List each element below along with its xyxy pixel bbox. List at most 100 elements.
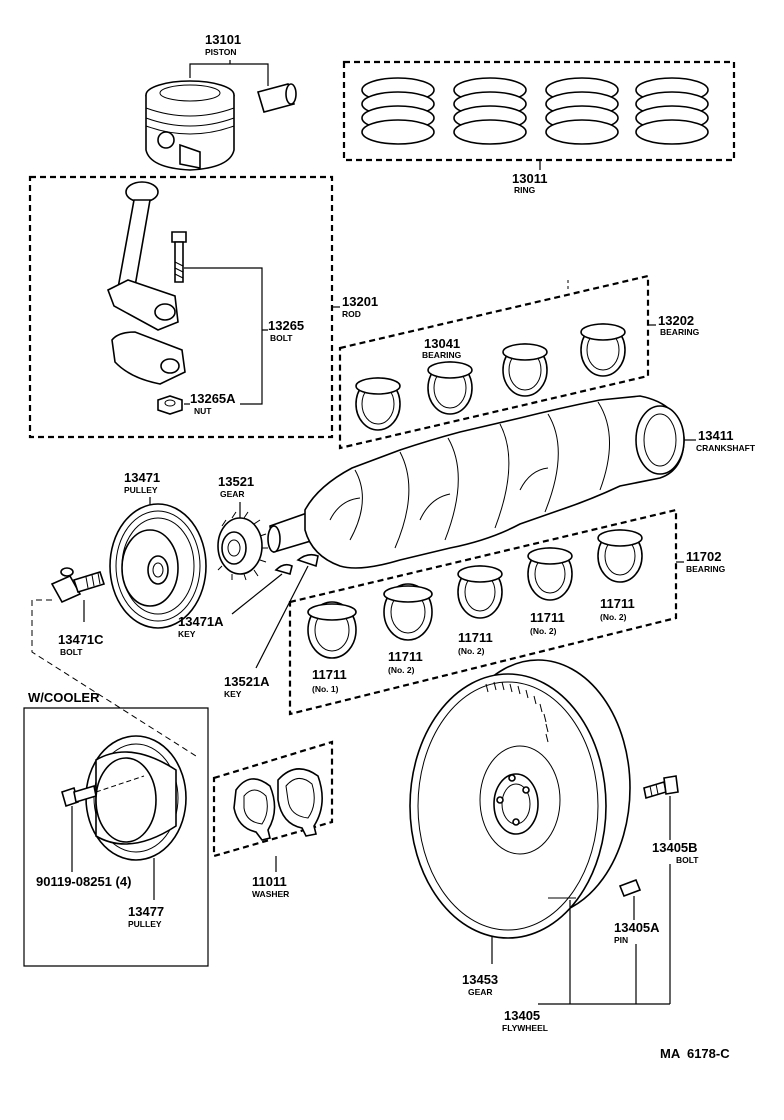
main-bearing-shell (457, 565, 503, 619)
ring-number: 13011 (512, 171, 547, 186)
main-bearing-2c-number: 11711 (530, 610, 565, 625)
main-bearing-2d-number: 11711 (600, 596, 635, 611)
flywheel-number: 13405 (504, 1008, 540, 1023)
rod-bearing-shell (427, 361, 473, 415)
washer-number: 11011 (252, 874, 287, 889)
gear-key-name: KEY (224, 689, 242, 699)
crankshaft-number: 13411 (698, 428, 733, 443)
rod-bearing-number: 13041 (424, 336, 460, 351)
gear-key-callout: 13521A KEY (224, 565, 309, 699)
ring-callout: 13011 RING (512, 160, 547, 195)
main-bearing-2a-number: 11711 (388, 649, 423, 664)
crank-bearing-set-number: 11702 (686, 549, 721, 564)
main-bearing-set-number: 13202 (658, 313, 694, 328)
rod-number: 13201 (342, 294, 378, 309)
rod-nut-callout: 13265A NUT (184, 391, 236, 416)
rod-bearing-name: BEARING (422, 350, 462, 360)
flywheel-name: FLYWHEEL (502, 1023, 548, 1033)
flywheel-callout: 13405 FLYWHEEL (502, 864, 671, 1033)
rod-callout: 13201 ROD (332, 294, 378, 319)
ring-name: RING (514, 185, 536, 195)
timing-gear-illustration (217, 511, 268, 581)
crankshaft-pulley-illustration (109, 503, 207, 629)
rod-bearing-set-illustration (338, 274, 650, 450)
w-cooler-section: W/COOLER (23, 690, 209, 967)
gear-number: 13521 (218, 474, 254, 489)
piston-illustration (145, 80, 297, 171)
flywheel-illustration (409, 659, 631, 939)
gear-key-number: 13521A (224, 674, 270, 689)
pulley-name: PULLEY (124, 485, 158, 495)
main-bearing-2c-name: (No. 2) (530, 626, 557, 636)
pulley-key-name: KEY (178, 629, 196, 639)
main-bearing-2b-callout: 11711 (No. 2) (458, 630, 493, 656)
pulley-key-callout: 13471A KEY (178, 573, 283, 639)
keys-illustration (274, 553, 319, 575)
flywheel-pin-number: 13405A (614, 920, 660, 935)
rod-bolt-callout: 13265 BOLT (184, 267, 304, 405)
flywheel-pin-callout: 13405A PIN (614, 896, 660, 945)
crankshaft-name: CRANKSHAFT (696, 443, 756, 453)
crankshaft-callout: 13411 CRANKSHAFT (684, 428, 756, 453)
flywheel-bolt-number: 13405B (652, 840, 698, 855)
main-bearing-shell (307, 601, 357, 659)
main-bearing-2c-callout: 11711 (No. 2) (530, 610, 565, 636)
rod-bearing-shell (502, 343, 548, 397)
crank-bearing-set-illustration (288, 508, 678, 716)
rod-name: ROD (342, 309, 361, 319)
main-bearing-1-callout: 11711 (No. 1) (312, 667, 347, 694)
connecting-rod-illustration (28, 175, 334, 439)
ring-gear-number: 13453 (462, 972, 498, 987)
crankshaft-illustration (267, 395, 685, 569)
diagram-code: MA 6178-C (660, 1046, 730, 1061)
cooler-pulley-callout: 13477 PULLEY (128, 858, 164, 929)
flywheel-pin-illustration (618, 878, 642, 898)
main-bearing-1-name: (No. 1) (312, 684, 339, 694)
cooler-pulley-illustration (85, 735, 187, 861)
ring-stack (635, 77, 709, 145)
flywheel-bolt-callout: 13405B BOLT (652, 796, 699, 865)
cooler-bolt-callout: 90119-08251 (4) (36, 806, 131, 889)
main-bearing-set-name: BEARING (660, 327, 700, 337)
flywheel-pin-name: PIN (614, 935, 628, 945)
ring-stack (361, 77, 435, 145)
rod-nut-name: NUT (194, 406, 212, 416)
ring-gear-callout: 13453 GEAR (462, 936, 498, 997)
ring-stack (453, 77, 527, 145)
piston-callout: 13101 PISTON (189, 32, 269, 86)
main-bearing-1-number: 11711 (312, 667, 347, 682)
cooler-pulley-number: 13477 (128, 904, 164, 919)
rod-bolt-number: 13265 (268, 318, 304, 333)
cooler-bolt-number: 90119-08251 (4) (36, 874, 131, 889)
ring-stack (545, 77, 619, 145)
pulley-bolt-name: BOLT (60, 647, 83, 657)
flywheel-bolt-illustration (643, 775, 679, 800)
pulley-number: 13471 (124, 470, 160, 485)
main-bearing-shell (527, 547, 573, 601)
washer-name: WASHER (252, 889, 289, 899)
ring-set-illustration (342, 60, 736, 162)
timing-gear-callout: 13521 GEAR (218, 474, 254, 518)
thrust-washer-illustration (212, 740, 334, 858)
flywheel-bolt-name: BOLT (676, 855, 699, 865)
cooler-pulley-name: PULLEY (128, 919, 162, 929)
piston-name: PISTON (205, 47, 237, 57)
main-bearing-2b-number: 11711 (458, 630, 493, 645)
rod-nut-number: 13265A (190, 391, 236, 406)
main-bearing-2a-callout: 11711 (No. 2) (388, 649, 423, 675)
piston-number: 13101 (205, 32, 241, 47)
gear-name: GEAR (220, 489, 245, 499)
rod-bearing-callout: 13041 BEARING (422, 336, 462, 360)
rod-bolt-name: BOLT (270, 333, 293, 343)
rod-bearing-shell (355, 377, 401, 431)
crank-bearing-set-callout: 11702 BEARING (676, 549, 726, 574)
crankshaft-pulley-callout: 13471 PULLEY (124, 470, 160, 505)
pulley-bolt-number: 13471C (58, 632, 104, 647)
w-cooler-label: W/COOLER (28, 690, 100, 705)
washer-callout: 11011 WASHER (252, 856, 289, 899)
main-bearing-shell (597, 529, 643, 583)
rod-bearing-shell (580, 323, 626, 377)
main-bearing-set-callout: 13202 BEARING (648, 313, 700, 337)
pulley-key-number: 13471A (178, 614, 224, 629)
